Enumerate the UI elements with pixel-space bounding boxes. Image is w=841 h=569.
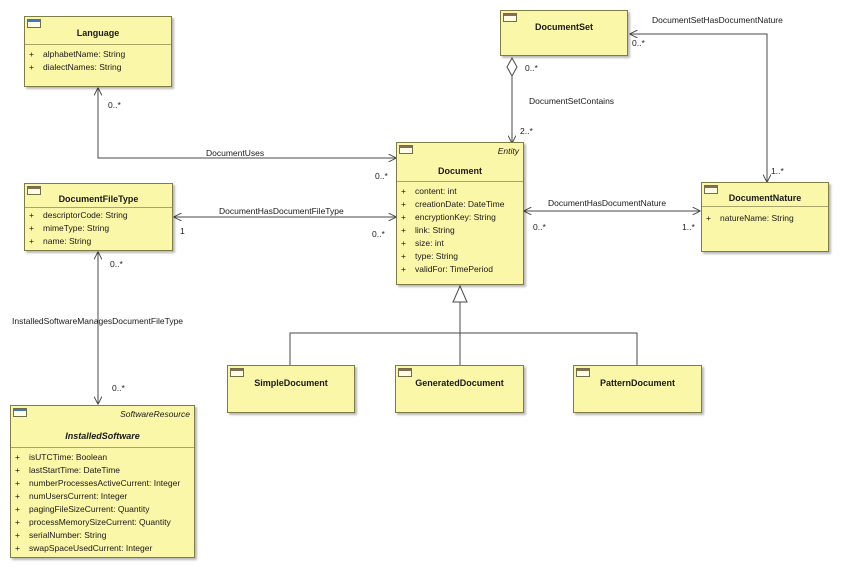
multiplicity-label: 0..* [632, 38, 645, 48]
class-document-name: Document [437, 166, 482, 176]
class-language[interactable]: Language +alphabetName: String +dialectN… [24, 16, 172, 87]
class-pattern-document[interactable]: PatternDocument [573, 365, 702, 413]
attribute-row: +name: String [29, 236, 92, 246]
attribute-row: +pagingFileSizeCurrent: Quantity [15, 504, 150, 514]
association-document-has-document-nature-label: DocumentHasDocumentNature [548, 198, 667, 208]
class-icon [503, 13, 517, 22]
attribute-row: +mimeType: String [29, 223, 110, 233]
class-icon [230, 368, 244, 377]
class-icon [704, 185, 718, 194]
class-document-file-type[interactable]: DocumentFileType +descriptorCode: String… [24, 183, 173, 251]
attribute-row: +serialNumber: String [15, 530, 107, 540]
multiplicity-label: 0..* [525, 63, 538, 73]
aggregation-diamond [506, 56, 518, 78]
class-simple-document-name: SimpleDocument [254, 378, 328, 388]
attribute-row: +numUsersCurrent: Integer [15, 491, 128, 501]
multiplicity-label: 1..* [771, 166, 784, 176]
class-document-file-type-name: DocumentFileType [58, 194, 139, 204]
class-installed-software-name: InstalledSoftware [65, 431, 140, 441]
class-installed-software[interactable]: SoftwareResource InstalledSoftware +isUT… [10, 405, 195, 558]
class-pattern-document-name: PatternDocument [599, 378, 675, 388]
association-document-uses-line[interactable] [98, 88, 396, 158]
attribute-row: +descriptorCode: String [29, 210, 128, 220]
class-document-nature-name: DocumentNature [728, 193, 802, 203]
class-icon [399, 145, 413, 154]
multiplicity-label: 0..* [110, 259, 123, 269]
generalization-tree-line[interactable] [289, 302, 638, 365]
attribute-row: +processMemorySizeCurrent: Quantity [15, 517, 171, 527]
multiplicity-label: 1..* [682, 222, 695, 232]
association-document-set-contains-label: DocumentSetContains [529, 96, 615, 106]
class-icon [13, 408, 27, 417]
multiplicity-label: 0..* [108, 100, 121, 110]
association-document-has-document-file-type-label: DocumentHasDocumentFileType [219, 206, 344, 216]
class-installed-software-stereotype: SoftwareResource [120, 409, 190, 419]
class-icon [27, 19, 41, 28]
class-icon [27, 186, 41, 195]
attribute-row: +natureName: String [706, 213, 794, 223]
attribute-row: +swapSpaceUsedCurrent: Integer [15, 543, 153, 553]
multiplicity-label: 1 [180, 226, 185, 236]
attribute-row: +size: int [401, 238, 444, 248]
attribute-row: +encryptionKey: String [401, 212, 496, 222]
attribute-row: +type: String [401, 251, 458, 261]
multiplicity-label: 0..* [372, 229, 385, 239]
attribute-row: +creationDate: DateTime [401, 199, 505, 209]
class-document-nature[interactable]: DocumentNature +natureName: String [701, 182, 829, 252]
multiplicity-label: 2..* [520, 126, 533, 136]
multiplicity-label: 0..* [375, 171, 388, 181]
class-language-name: Language [76, 28, 120, 38]
class-icon [576, 368, 590, 377]
class-document-set[interactable]: DocumentSet [500, 10, 628, 56]
association-document-uses-label: DocumentUses [206, 148, 265, 158]
class-generated-document-name: GeneratedDocument [415, 378, 504, 388]
attribute-row: +dialectNames: String [29, 62, 122, 72]
attribute-row: +content: int [401, 186, 457, 196]
class-document-stereotype: Entity [497, 146, 519, 156]
multiplicity-label: 0..* [112, 383, 125, 393]
class-generated-document[interactable]: GeneratedDocument [395, 365, 524, 413]
attribute-row: +link: String [401, 225, 455, 235]
attribute-row: +numberProcessesActiveCurrent: Integer [15, 478, 181, 488]
class-simple-document[interactable]: SimpleDocument [227, 365, 355, 413]
class-icon [398, 368, 412, 377]
generalization-triangle [452, 284, 468, 303]
class-document[interactable]: Entity Document +content: int +creationD… [396, 142, 524, 285]
attribute-row: +isUTCTime: Boolean [15, 452, 108, 462]
attribute-row: +lastStartTime: DateTime [15, 465, 121, 475]
association-installed-software-manages-document-file-type-label: InstalledSoftwareManagesDocumentFileType [12, 316, 184, 326]
class-document-set-name: DocumentSet [534, 22, 593, 32]
attribute-row: +alphabetName: String [29, 49, 126, 59]
association-document-set-has-document-nature-label: DocumentSetHasDocumentNature [652, 15, 783, 25]
association-document-set-has-document-nature-line[interactable] [630, 34, 767, 182]
multiplicity-label: 0..* [533, 222, 546, 232]
attribute-row: +validFor: TimePeriod [401, 264, 493, 274]
